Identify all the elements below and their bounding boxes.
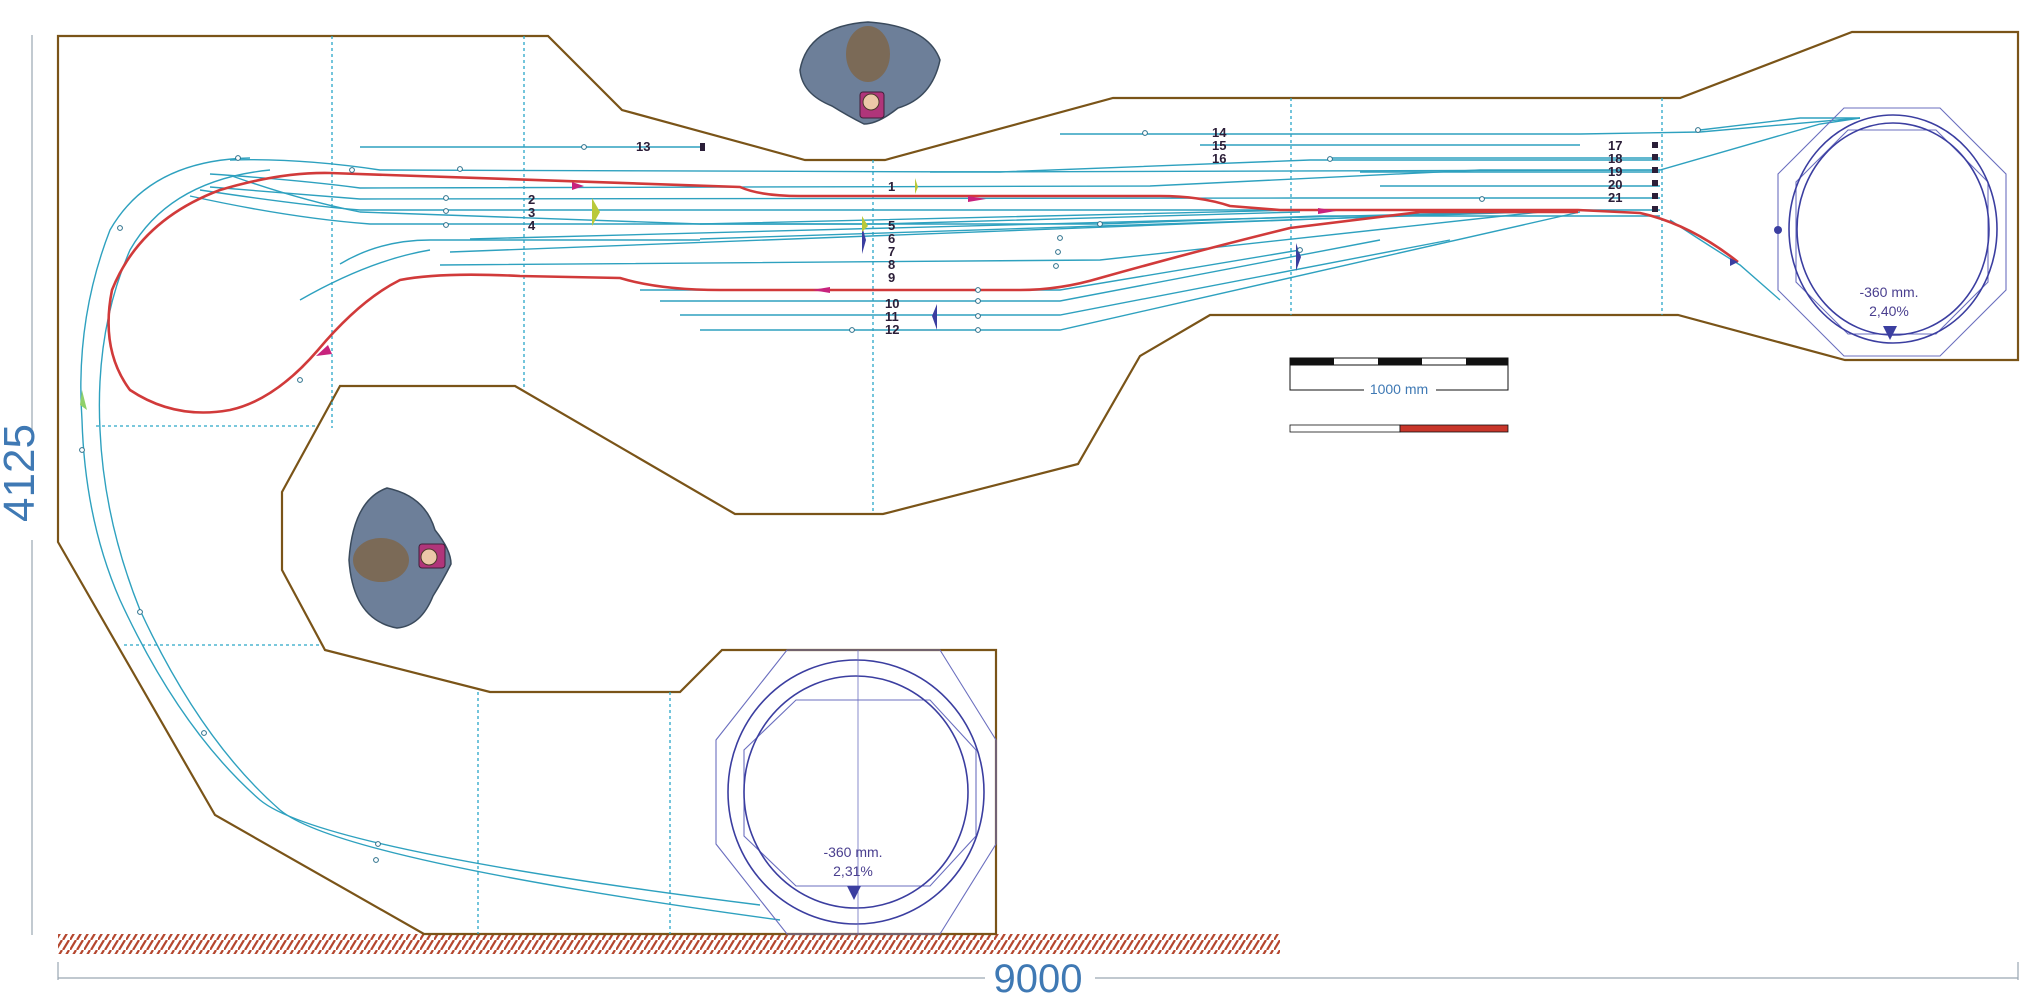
turnout-node	[443, 222, 449, 228]
track-label: 21	[1608, 190, 1622, 205]
turnout-node	[975, 327, 981, 333]
track-label: 2	[528, 192, 535, 207]
track-label: 17	[1608, 138, 1622, 153]
turnout-node	[975, 313, 981, 319]
helix-bottom-grade: 2,31%	[833, 863, 873, 879]
staging-tracks	[80, 117, 1861, 921]
track-number-labels: 1 2 3 4 5 6 7 8 9 10 11 12 13 14 15 16 1…	[528, 125, 1622, 337]
turnout-node	[443, 195, 449, 201]
helix-right-depth: -360 mm.	[1859, 284, 1918, 300]
mainline-route	[107, 171, 1739, 414]
turnout-node	[235, 155, 241, 161]
turnout-node	[443, 208, 449, 214]
track-label: 11	[885, 309, 899, 324]
track-label: 3	[528, 205, 535, 220]
turnout-node	[1142, 130, 1148, 136]
helix-right-marker	[1883, 326, 1897, 340]
scale-bar-label: 1000 mm	[1370, 381, 1428, 397]
turnout-node	[117, 225, 123, 231]
helix-right-grade: 2,40%	[1869, 303, 1909, 319]
scale-bar: 1000 mm	[1289, 357, 1509, 397]
turnout-node	[1297, 247, 1303, 253]
turnout-node	[201, 730, 207, 736]
turnout-node	[297, 377, 303, 383]
turnout-node	[349, 167, 355, 173]
turnout-node	[1097, 221, 1103, 227]
track-label: 19	[1608, 164, 1622, 179]
turnout-node	[1327, 156, 1333, 162]
operator-figure-icon	[799, 21, 941, 125]
helix-right: -360 mm. 2,40%	[1774, 107, 2007, 357]
helix-bottom-marker	[847, 886, 861, 900]
operator-figure-icon	[348, 487, 452, 629]
turnout-node	[1057, 235, 1063, 241]
track-label: 18	[1608, 151, 1622, 166]
turnout-node	[1053, 263, 1059, 269]
track-label: 5	[888, 218, 895, 233]
turnout-node	[581, 144, 587, 150]
track-label: 6	[888, 231, 895, 246]
turnout-node	[373, 857, 379, 863]
track-label: 8	[888, 257, 895, 272]
turnout-node	[1055, 249, 1061, 255]
helix-bottom: -360 mm. 2,31%	[715, 649, 997, 935]
buffer-stop-icon	[700, 142, 1658, 212]
track-label: 15	[1212, 138, 1226, 153]
turnout-node	[975, 287, 981, 293]
track-label: 4	[528, 218, 536, 233]
turnout-node	[137, 609, 143, 615]
track-label: 7	[888, 244, 895, 259]
wall-hatch-icon	[58, 934, 1280, 954]
track-label: 16	[1212, 151, 1226, 166]
height-dimension-label: 4125	[0, 424, 44, 522]
track-label: 10	[885, 296, 899, 311]
track-label: 13	[636, 139, 650, 154]
turnout-node	[1479, 196, 1485, 202]
baseboard-outline	[56, 30, 2020, 936]
turnout-node	[849, 327, 855, 333]
turnout-node	[1695, 127, 1701, 133]
helix-bottom-depth: -360 mm.	[823, 844, 882, 860]
turnout-node	[457, 166, 463, 172]
track-label: 12	[885, 322, 899, 337]
width-dimension-label: 9000	[994, 957, 1083, 1001]
track-label: 14	[1212, 125, 1227, 140]
track-label: 1	[888, 179, 895, 194]
track-label: 9	[888, 270, 895, 285]
direction-arrow-icon	[316, 182, 1738, 356]
legend-bar	[1289, 424, 1509, 433]
turnout-node	[975, 298, 981, 304]
height-dimension: 4125	[0, 35, 54, 935]
track-label: 20	[1608, 177, 1622, 192]
width-dimension: 9000	[57, 955, 2019, 1001]
signal-triangle-icon	[80, 178, 1301, 410]
turnout-node	[375, 841, 381, 847]
turnout-node	[79, 447, 85, 453]
turnout-nodes	[79, 127, 1701, 863]
